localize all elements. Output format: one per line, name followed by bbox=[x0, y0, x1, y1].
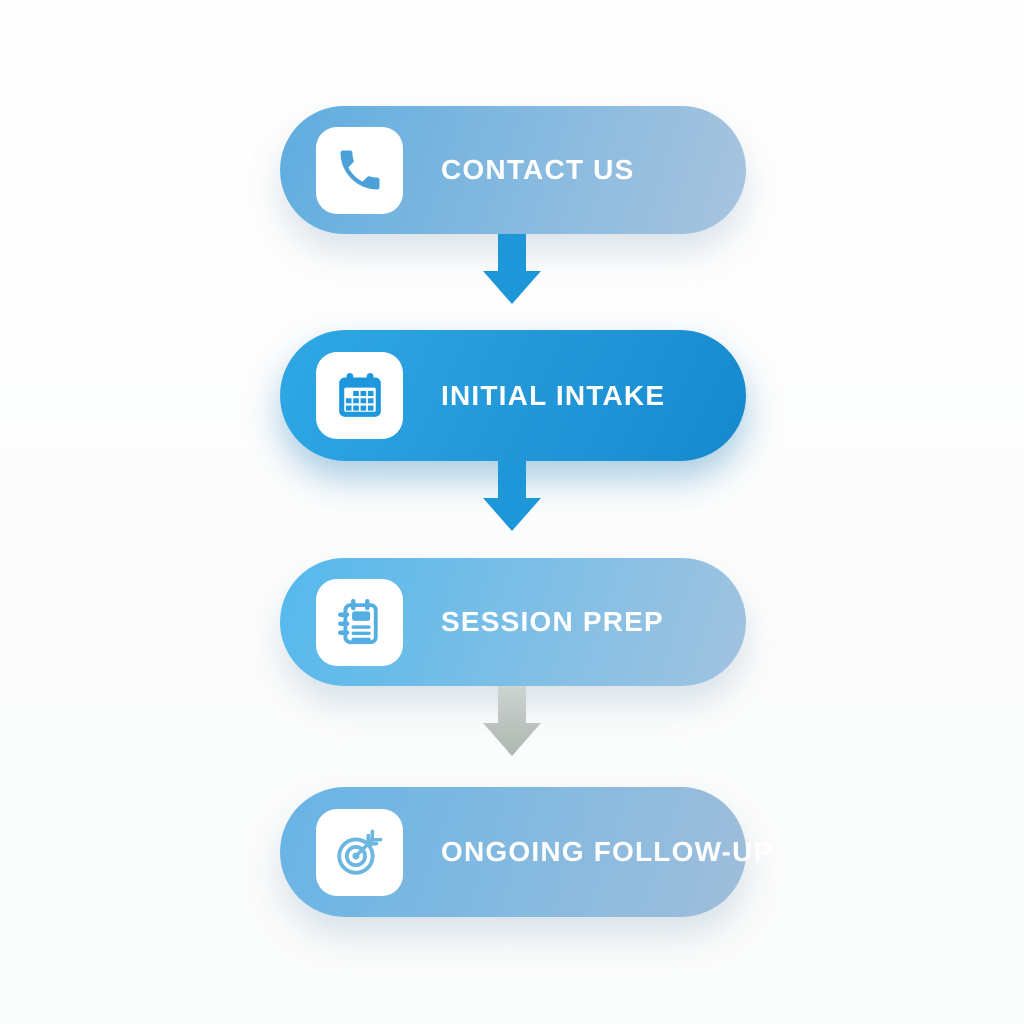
down-arrow-connector-gray bbox=[483, 686, 541, 756]
down-arrow-connector bbox=[483, 461, 541, 531]
step-session-prep: SESSION PREP bbox=[280, 558, 746, 686]
calendar-icon bbox=[316, 352, 403, 439]
step-label: SESSION PREP bbox=[441, 606, 664, 637]
step-label: CONTACT US bbox=[441, 154, 635, 185]
step-contact-us: CONTACT US bbox=[280, 106, 746, 234]
phone-icon bbox=[316, 126, 403, 214]
step-label: ONGOING FOLLOW-UP bbox=[441, 836, 774, 867]
step-label: INITIAL INTAKE bbox=[441, 379, 666, 411]
target-icon bbox=[316, 808, 403, 896]
down-arrow-connector bbox=[483, 234, 541, 304]
step-ongoing-follow-up: ONGOING FOLLOW-UP bbox=[280, 787, 772, 917]
step-initial-intake: INITIAL INTAKE bbox=[280, 330, 746, 461]
notepad-icon bbox=[316, 578, 403, 666]
